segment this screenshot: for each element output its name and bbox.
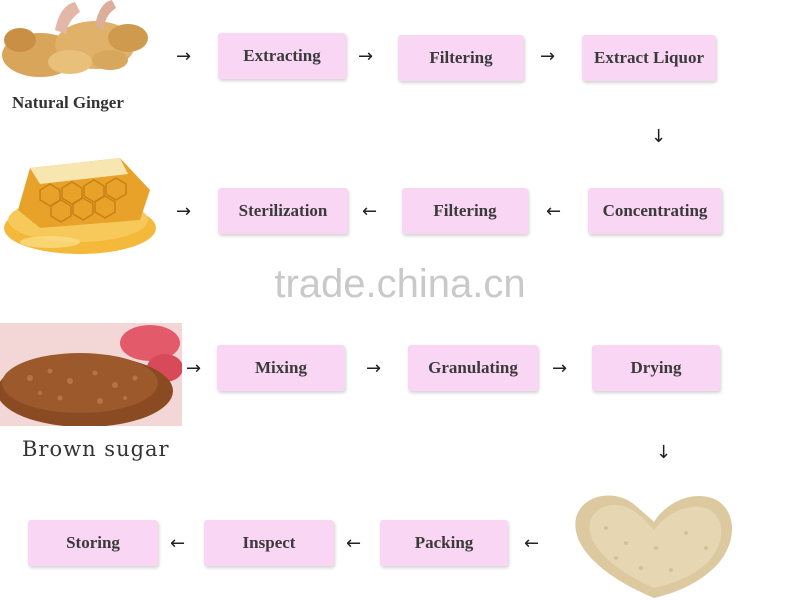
step-mixing: Mixing (217, 345, 345, 391)
brown-sugar-caption: Brown sugar (22, 437, 170, 461)
granules-image (566, 488, 742, 600)
ginger-caption: Natural Ginger (12, 93, 124, 112)
step-filtering-2: Filtering (402, 188, 528, 234)
right-arrow-icon: → (366, 358, 382, 379)
left-arrow-icon: ← (524, 533, 540, 554)
step-filtering-1: Filtering (398, 35, 524, 81)
step-storing: Storing (28, 520, 158, 566)
down-arrow-icon: ↓ (651, 126, 667, 147)
left-arrow-icon: ← (546, 201, 562, 222)
step-granulating: Granulating (408, 345, 538, 391)
right-arrow-icon: → (358, 46, 374, 67)
right-arrow-icon: → (186, 358, 202, 379)
left-arrow-icon: ← (346, 533, 362, 554)
right-arrow-icon: → (552, 358, 568, 379)
right-arrow-icon: → (176, 201, 192, 222)
step-inspect: Inspect (204, 520, 334, 566)
down-arrow-icon: ↓ (656, 442, 672, 463)
step-concentrating: Concentrating (588, 188, 722, 234)
right-arrow-icon: → (540, 46, 556, 67)
step-packing: Packing (380, 520, 508, 566)
right-arrow-icon: → (176, 46, 192, 67)
brown-sugar-image (0, 323, 182, 426)
step-sterilization: Sterilization (218, 188, 348, 234)
step-extract-liquor: Extract Liquor (582, 35, 716, 81)
watermark: trade.china.cn (274, 262, 526, 306)
step-extracting: Extracting (218, 33, 346, 79)
step-drying: Drying (592, 345, 720, 391)
left-arrow-icon: ← (362, 201, 378, 222)
ginger-image (0, 0, 150, 92)
left-arrow-icon: ← (170, 533, 186, 554)
honey-image (0, 150, 160, 258)
